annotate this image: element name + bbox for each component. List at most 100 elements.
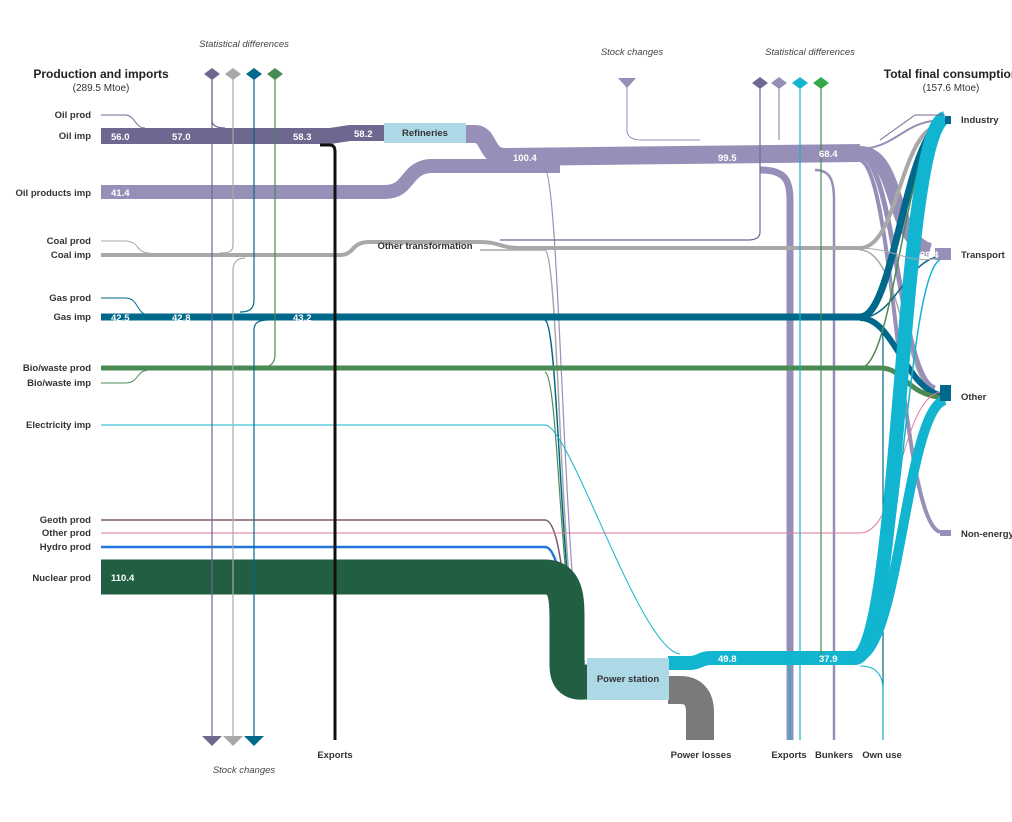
flow-elec-ownuse [859,665,884,740]
source-label-elec-imp: Electricity imp [26,420,91,431]
value-oil-right: 99.5 [718,153,737,164]
stock-changes-top-label: Stock changes [601,47,664,58]
source-label-hydro-prod: Hydro prod [40,542,91,553]
flow-oil-exports-left [320,143,337,740]
value-oil-products-imp: 41.4 [111,188,130,199]
value-oil-imp: 56.0 [111,132,130,143]
stat-diff-left-line-4 [257,78,276,369]
sink-label-non-energy: Non-energy [961,529,1012,540]
header-left-title: Production and imports [33,67,169,81]
header-right-subtitle: (157.6 Mtoe) [923,83,980,94]
stat-diff-left-diamond-3 [246,68,262,80]
flow-oil-prod [101,114,146,129]
bottom-label-exports-left: Exports [317,750,352,761]
flow-geoth [101,519,586,671]
stat-diff-left-line-2b [232,257,246,740]
value-transport: 39.4 [920,250,939,261]
flow-coal-prod [101,240,151,254]
source-label-oil-products-imp: Oil products imp [16,188,92,199]
flow-coal-industry-2 [854,247,941,261]
flow-oil-to-other [858,152,937,391]
flow-power-losses [668,676,714,740]
source-label-other-prod: Other prod [42,528,91,539]
flow-oil-bunkers [814,168,836,740]
value-elec-right: 37.9 [819,654,838,665]
stat-diff-left-line-1b [211,78,226,129]
stat-diff-right-line-1 [500,85,761,241]
value-gas-right: 43.2 [293,313,312,324]
stock-changes-bottom-triangle-1 [202,736,222,746]
refineries-node[interactable] [384,123,466,143]
stat-diff-right-diamond-1 [752,77,768,89]
stock-changes-bottom-triangle-2 [223,736,243,746]
flow-oil-refineries-out [466,125,861,167]
bottom-label-own-use: Own use [862,750,902,761]
flow-oil-products-imp [101,159,560,199]
stat-diff-left-diamond-2 [225,68,241,80]
value-oil-pre-ref: 58.3 [293,132,312,143]
power-station-node[interactable] [587,658,669,700]
flow-gas-prod [101,297,151,316]
bottom-label-exports-right: Exports [771,750,806,761]
source-label-bio-prod: Bio/waste prod [23,363,91,374]
transport-bar [935,248,951,260]
flow-elec-imp [101,424,681,655]
flow-gas-ownuse [859,319,884,740]
value-gas-imp: 42.5 [111,313,130,324]
flow-elec-exports [779,659,791,740]
power-station-label: Power station [597,674,659,685]
header-left-subtitle: (289.5 Mtoe) [73,83,130,94]
source-label-coal-imp: Coal imp [51,250,91,261]
source-label-oil-imp: Oil imp [59,131,91,142]
other-bar [940,385,951,401]
flow-other-prod [101,391,941,534]
flow-bio-imp [101,369,151,384]
source-label-nuclear-prod: Nuclear prod [32,573,91,584]
other-transformation-label: Other transformation [377,241,472,252]
sink-label-transport: Transport [961,250,1006,261]
stat-diff-right-diamond-3 [792,77,808,89]
values-layer: 56.0 57.0 58.3 58.2 41.4 100.4 99.5 68.4… [111,129,939,665]
flow-oil-imp [101,125,384,144]
markers-layer [202,68,829,746]
source-label-geoth-prod: Geoth prod [40,515,91,526]
value-elec-out: 49.8 [718,654,737,665]
stat-diff-left-line-3 [239,78,255,313]
stat-diff-left-line-2 [219,78,234,254]
bottom-label-bunkers: Bunkers [815,750,853,761]
stat-diff-right-diamond-2 [771,77,787,89]
value-nuclear: 110.4 [111,573,135,584]
stock-changes-bottom-label: Stock changes [213,765,276,776]
bottom-label-power-losses: Power losses [671,750,732,761]
labels-layer: Production and imports (289.5 Mtoe) Tota… [16,39,1012,776]
flow-elec-to-transport [854,259,941,661]
source-label-oil-prod: Oil prod [55,110,92,121]
flow-oil-to-industry [849,119,946,151]
sink-label-other: Other [961,392,987,403]
stock-changes-bottom-triangle-3 [244,736,264,746]
refineries-label: Refineries [402,128,448,139]
flow-nuclear [101,559,588,700]
stat-diff-left-diamond-1 [204,68,220,80]
stat-diff-left-line-3b [253,319,269,740]
source-label-coal-prod: Coal prod [47,236,92,247]
value-oil-far-right: 68.4 [819,149,838,160]
nonenergy-bar [940,530,951,536]
flow-oil-exports [759,166,794,740]
flows-layer [101,78,950,740]
value-oil-mid: 57.0 [172,132,191,143]
source-label-gas-prod: Gas prod [49,293,91,304]
industry-bar [945,116,951,124]
value-oil-ref-in: 58.2 [354,129,373,140]
stock-changes-top-line [626,85,700,141]
stat-diff-left-diamond-4 [267,68,283,80]
flow-elec-out [668,111,950,670]
sink-label-industry: Industry [961,115,999,126]
source-label-gas-imp: Gas imp [54,312,92,323]
flow-industry-top [879,114,945,141]
stock-changes-top-triangle [618,78,636,88]
header-right-title: Total final consumption [884,67,1012,81]
value-gas-mid: 42.8 [172,313,191,324]
flow-elec-to-other [853,395,948,663]
